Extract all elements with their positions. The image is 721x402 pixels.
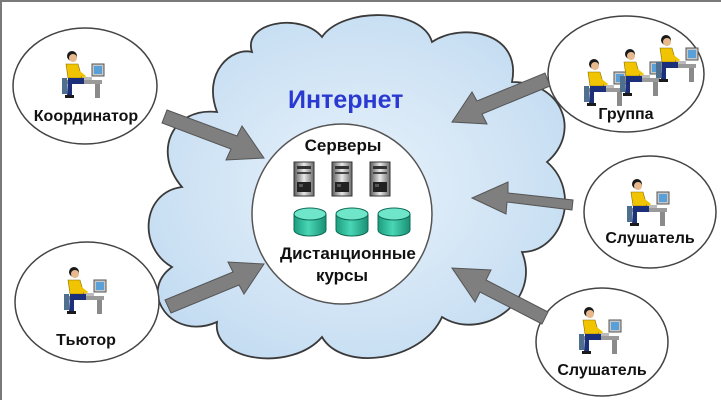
listener-1-label: Слушатель (605, 230, 695, 247)
courses-label-line1: Дистанционные (280, 244, 416, 263)
arrow-icon (161, 109, 265, 161)
arrow-icon (164, 261, 265, 314)
database-disk-icon (335, 207, 369, 237)
arrow-icon (470, 181, 574, 215)
servers-label: Серверы (304, 136, 382, 155)
server-icon (369, 161, 391, 197)
tutor-ellipse (14, 241, 160, 363)
coordinator-ellipse (12, 27, 158, 145)
arrow-icon (451, 267, 549, 325)
tutor-label: Тьютор (56, 332, 116, 349)
server-icon (293, 161, 315, 197)
listener-2-label: Слушатель (557, 362, 647, 379)
courses-label-line2: курсы (315, 266, 369, 285)
server-icon (331, 161, 353, 197)
database-disk-icon (377, 207, 411, 237)
arrow-icon (451, 72, 551, 125)
internet-title: Интернет (288, 86, 404, 114)
database-disk-icon (293, 207, 327, 237)
group-label: Группа (598, 106, 654, 123)
coordinator-label: Координатор (33, 108, 139, 125)
listener-2-ellipse (535, 287, 669, 397)
